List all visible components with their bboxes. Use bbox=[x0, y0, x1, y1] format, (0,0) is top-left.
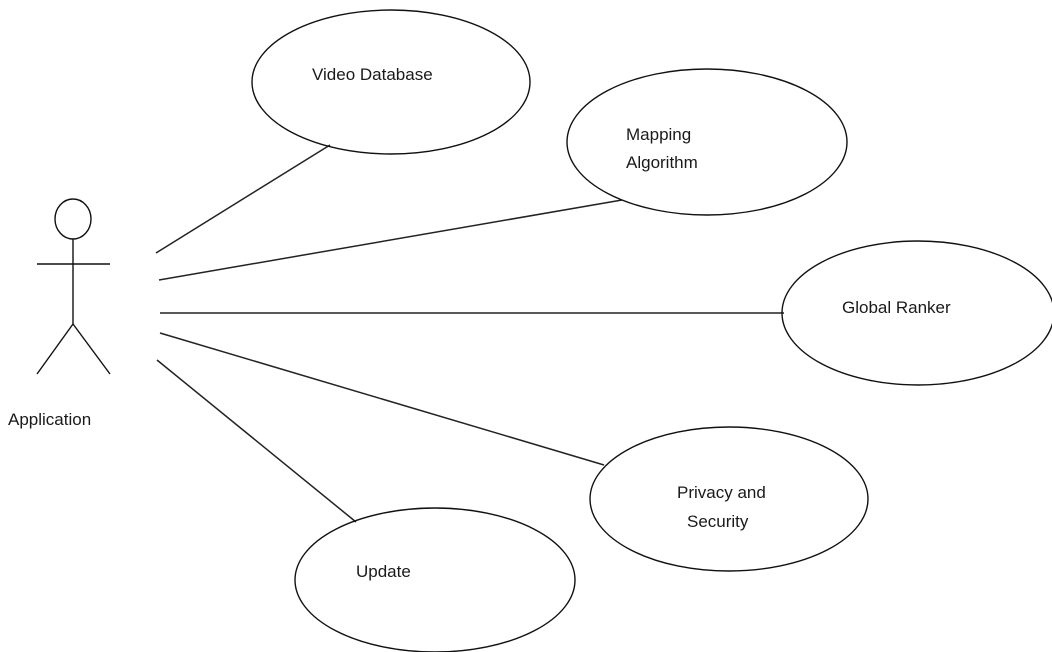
use-case-mapping-algorithm-label-line2: Algorithm bbox=[626, 153, 698, 172]
association-video-database bbox=[155, 144, 331, 254]
use-case-mapping-algorithm: Mapping Algorithm bbox=[566, 68, 848, 216]
use-case-privacy-security-label-line2: Security bbox=[687, 512, 749, 531]
use-case-global-ranker-label: Global Ranker bbox=[842, 298, 951, 317]
actor-right-leg bbox=[72, 323, 111, 375]
actor-head bbox=[54, 198, 92, 240]
use-case-update-label: Update bbox=[356, 562, 411, 581]
actor-left-leg bbox=[36, 323, 74, 375]
use-case-update-label-line1: Update bbox=[356, 562, 411, 581]
use-case-video-database: Video Database bbox=[251, 9, 531, 155]
use-case-privacy-security-label-line1: Privacy and bbox=[677, 483, 766, 502]
use-case-privacy-security: Privacy and Security bbox=[589, 426, 869, 572]
use-case-video-database-label-line1: Video Database bbox=[312, 65, 433, 84]
use-case-global-ranker: Global Ranker bbox=[781, 240, 1052, 386]
use-case-mapping-algorithm-label: Mapping Algorithm bbox=[626, 125, 698, 172]
associations bbox=[155, 144, 784, 523]
use-case-privacy-security-label: Privacy and Security bbox=[677, 483, 771, 531]
use-case-mapping-algorithm-label-line1: Mapping bbox=[626, 125, 691, 144]
association-privacy-security bbox=[159, 332, 605, 466]
use-case-mapping-algorithm-ellipse bbox=[566, 68, 848, 216]
use-case-video-database-ellipse bbox=[251, 9, 531, 155]
association-mapping-algorithm bbox=[158, 199, 623, 281]
use-case-global-ranker-ellipse bbox=[781, 240, 1052, 386]
actor-stick-figure bbox=[36, 198, 111, 375]
use-case-video-database-label: Video Database bbox=[312, 65, 433, 84]
use-case-update: Update bbox=[294, 507, 576, 652]
use-case-update-ellipse bbox=[294, 507, 576, 652]
actor-label: Application bbox=[8, 410, 91, 429]
use-case-global-ranker-label-line1: Global Ranker bbox=[842, 298, 951, 317]
association-update bbox=[156, 359, 357, 523]
use-case-privacy-security-ellipse bbox=[589, 426, 869, 572]
